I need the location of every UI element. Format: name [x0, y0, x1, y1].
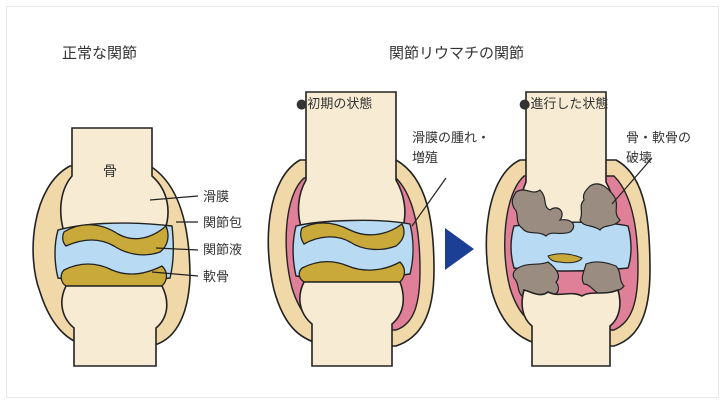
- synovial-swelling-label-line2: 増殖: [412, 150, 438, 166]
- normal-joint-title: 正常な関節: [62, 44, 137, 62]
- capsule-label: 関節包: [203, 216, 242, 231]
- fluid-label: 関節液: [203, 243, 242, 258]
- synovial-swelling-label-line1: 滑膜の腫れ・: [412, 130, 490, 146]
- early-stage-subtitle: ●初期の状態: [296, 96, 372, 112]
- advanced-lower-bone: [522, 290, 620, 366]
- early-upper-bone: [299, 92, 405, 230]
- progression-arrow: [445, 228, 474, 270]
- destruction-label-line2: 破壊: [626, 151, 652, 166]
- advanced-stage-subtitle: ●進行した状態: [519, 96, 608, 112]
- normal-upper-bone: [61, 128, 168, 232]
- early-lower-bone: [300, 282, 403, 366]
- cartilage-label: 軟骨: [203, 269, 229, 285]
- bone-label: 骨: [103, 164, 117, 180]
- normal-lower-bone: [62, 286, 167, 366]
- synovium-label: 滑膜: [203, 190, 229, 205]
- ra-joint-title: 関節リウマチの関節: [389, 44, 524, 62]
- destruction-label-line1: 骨・軟骨の: [626, 130, 691, 146]
